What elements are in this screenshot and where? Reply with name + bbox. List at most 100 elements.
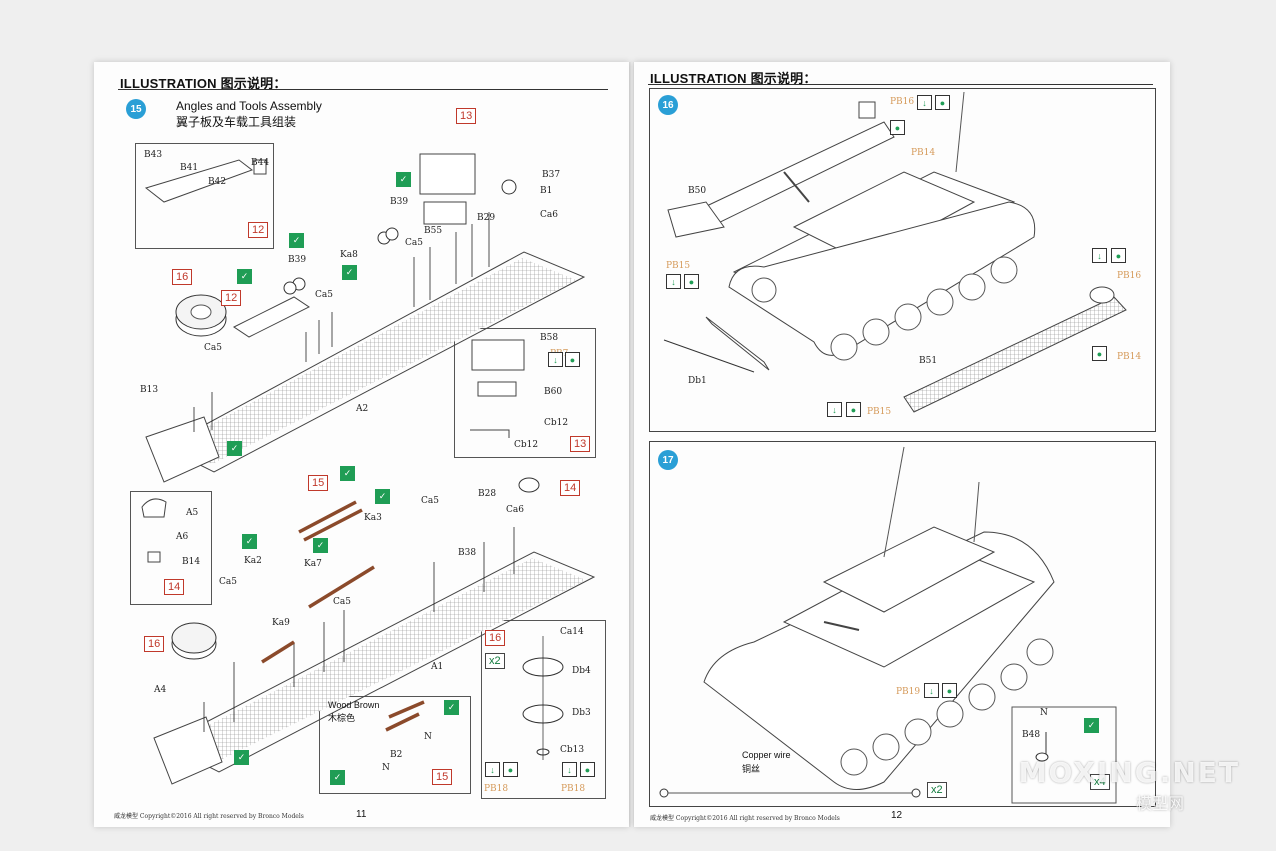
inset-b43-assembly [135, 143, 274, 249]
label-b14: B14 [182, 557, 201, 567]
watermark: MOXING.NET [1018, 756, 1240, 789]
label-cb12: Cb12 [544, 418, 569, 428]
step-15-title-en: Angles and Tools Assembly [176, 99, 322, 113]
label-ca5-d: Ca5 [421, 496, 439, 506]
cement-dot-icon: ● [935, 95, 950, 110]
glue-icon: ✓ [237, 269, 252, 284]
cement-dot-icon: ● [942, 683, 957, 698]
copper-wire-label-zh: 铜丝 [742, 764, 761, 774]
cement-dot-icon: ● [503, 762, 518, 777]
step-16-badge: 16 [658, 95, 678, 115]
label-pb16: PB16 [890, 97, 915, 107]
glue-icon: ✓ [444, 700, 459, 715]
cement-dot-icon: ● [684, 274, 699, 289]
illustration-header: ILLUSTRATION 图示说明： [120, 76, 287, 91]
tank-hull-drawing [659, 91, 1127, 804]
label-n: N [1040, 708, 1048, 718]
label-pb15-b: PB15 [867, 407, 892, 417]
label-pb18: PB18 [484, 784, 509, 794]
label-ca5: Ca5 [405, 238, 423, 248]
label-b44: B44 [251, 158, 270, 168]
label-ka7: Ka7 [304, 559, 322, 569]
inset-wheel-assembly [481, 620, 606, 799]
label-cb12-b: Cb12 [514, 440, 539, 450]
label-a1: A1 [431, 662, 444, 672]
label-b29: B29 [477, 213, 496, 223]
step-17-badge: 17 [658, 450, 678, 470]
page-number: 11 [356, 809, 367, 820]
label-b39-b: B39 [288, 255, 307, 265]
label-b41: B41 [180, 163, 199, 173]
label-n: N [382, 763, 390, 773]
inset-wood-brown [319, 696, 471, 794]
label-ka9: Ka9 [272, 618, 290, 628]
quantity-x4: x4 [1090, 774, 1110, 790]
label-ka2: Ka2 [244, 556, 262, 566]
wood-brown-label-zh: 木棕色 [328, 713, 356, 723]
glue-icon: ✓ [340, 466, 355, 481]
label-ca6-b: Ca6 [506, 505, 524, 515]
label-pb14: PB14 [911, 148, 936, 158]
header-rule [648, 84, 1153, 85]
glue-icon: ✓ [375, 489, 390, 504]
label-b39: B39 [390, 197, 409, 207]
label-a6: A6 [176, 532, 189, 542]
label-ca5-e: Ca5 [219, 577, 237, 587]
header-rule [118, 89, 608, 90]
ref-step-15: 15 [308, 475, 329, 491]
label-b1: B1 [540, 186, 553, 196]
cement-down-icon: ↓ [562, 762, 577, 777]
watermark-sub: 模型网 [1135, 796, 1184, 813]
glue-icon: ✓ [1084, 718, 1099, 733]
cement-down-icon: ↓ [666, 274, 681, 289]
cement-down-icon: ↓ [485, 762, 500, 777]
quantity-x2: x2 [485, 653, 505, 669]
label-a5: A5 [186, 508, 199, 518]
cement-down-icon: ↓ [827, 402, 842, 417]
cement-down-icon: ↓ [548, 352, 563, 367]
cement-dot-icon: ● [846, 402, 861, 417]
instruction-page-11: ILLUSTRATION 图示说明： 15 Angles and Tools A… [94, 62, 629, 827]
label-ka8: Ka8 [340, 250, 358, 260]
label-n-2: N [424, 732, 432, 742]
wood-brown-label: Wood Brown [328, 700, 380, 710]
cement-dot-icon: ● [565, 352, 580, 367]
label-db3: Db3 [572, 708, 591, 718]
inset-a5-assembly [130, 491, 212, 605]
cement-down-icon: ↓ [917, 95, 932, 110]
label-ca5-f: Ca5 [333, 597, 351, 607]
step-15-badge: 15 [126, 99, 146, 119]
label-pb19: PB19 [896, 687, 921, 697]
cement-dot-icon: ● [1092, 346, 1107, 361]
label-ca6: Ca6 [540, 210, 558, 220]
label-b37: B37 [542, 170, 561, 180]
label-b28: B28 [478, 489, 497, 499]
label-b48: B48 [1022, 730, 1041, 740]
label-pb14-b: PB14 [1117, 352, 1142, 362]
step-17-panel [649, 441, 1156, 807]
label-pb18-b: PB18 [561, 784, 586, 794]
illustration-header: ILLUSTRATION 图示说明： [650, 71, 817, 86]
label-b51: B51 [919, 356, 938, 366]
ref-step-12: 12 [221, 290, 242, 306]
label-b60: B60 [544, 387, 563, 397]
label-ka3: Ka3 [364, 513, 382, 523]
ref-step-15-inset: 15 [432, 769, 453, 785]
label-b2: B2 [390, 750, 403, 760]
ref-step-14-inset: 14 [164, 579, 185, 595]
label-cb13: Cb13 [560, 745, 585, 755]
ref-step-16-lower: 16 [144, 636, 165, 652]
ref-step-13: 13 [456, 108, 477, 124]
glue-icon: ✓ [227, 441, 242, 456]
cement-down-icon: ↓ [1092, 248, 1107, 263]
label-b55: B55 [424, 226, 443, 236]
label-b38: B38 [458, 548, 477, 558]
cement-dot-icon: ● [1111, 248, 1126, 263]
label-b13: B13 [140, 385, 159, 395]
label-ca5-b: Ca5 [315, 290, 333, 300]
label-a2: A2 [356, 404, 369, 414]
label-b58: B58 [540, 333, 559, 343]
glue-icon: ✓ [330, 770, 345, 785]
page-number: 12 [891, 810, 903, 821]
book-gutter [628, 62, 636, 827]
